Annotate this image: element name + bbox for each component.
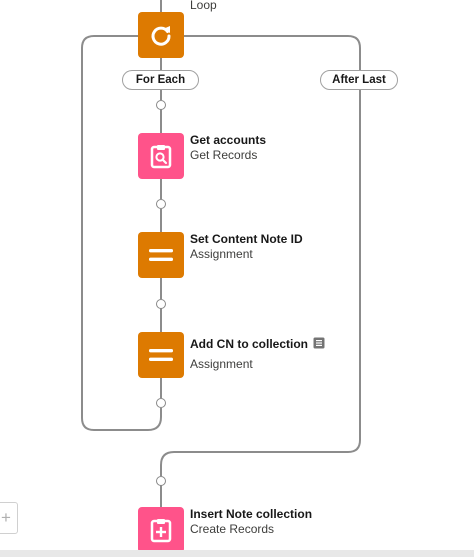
after-last-branch-label[interactable]: After Last — [320, 70, 398, 90]
add-cn-to-collection-node[interactable] — [138, 332, 184, 378]
element-title: Add CN to collection — [190, 337, 308, 351]
set-content-note-id-node[interactable] — [138, 232, 184, 278]
element-title: Insert Note collection — [190, 507, 313, 521]
loop-node[interactable] — [138, 12, 184, 58]
element-type: Create Records — [190, 522, 275, 536]
add-element-connector[interactable] — [156, 100, 166, 110]
for-each-branch-label[interactable]: For Each — [122, 70, 199, 90]
loop-label: Loop — [190, 0, 217, 12]
assignment-icon — [149, 249, 173, 261]
add-element-connector[interactable] — [156, 199, 166, 209]
horizontal-scrollbar[interactable] — [0, 550, 474, 557]
loop-icon — [151, 26, 171, 46]
element-type: Assignment — [190, 247, 253, 261]
element-type: Assignment — [190, 357, 253, 371]
assignment-icon — [149, 349, 173, 361]
add-element-connector[interactable] — [156, 476, 166, 486]
insert-note-collection-node[interactable] — [138, 507, 184, 553]
create-records-icon — [150, 519, 172, 543]
description-icon[interactable] — [313, 337, 325, 349]
zoom-in-button[interactable]: + — [0, 502, 18, 534]
get-records-icon — [150, 145, 172, 169]
element-type: Get Records — [190, 148, 258, 162]
add-element-connector[interactable] — [156, 398, 166, 408]
element-title: Get accounts — [190, 133, 267, 147]
add-element-connector[interactable] — [156, 299, 166, 309]
element-title: Set Content Note ID — [190, 232, 303, 246]
get-accounts-node[interactable] — [138, 133, 184, 179]
